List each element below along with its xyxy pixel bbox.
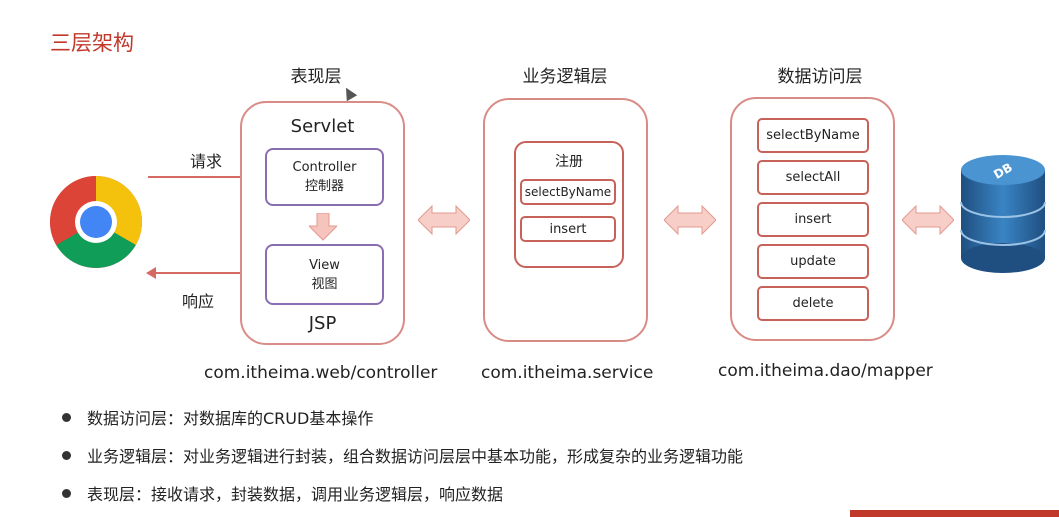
service-method-selectbyname: selectByName <box>520 179 616 205</box>
dao-method-selectbyname: selectByName <box>757 118 869 153</box>
request-label: 请求 <box>190 152 223 171</box>
dao-method-update: update <box>757 244 869 279</box>
presentation-package-label: com.itheima.web/controller <box>204 363 438 383</box>
data-access-package-label: com.itheima.dao/mapper <box>718 361 933 381</box>
view-label-zh: 视图 <box>311 276 338 292</box>
controller-label-zh: 控制器 <box>304 179 344 194</box>
footer-accent-bar <box>850 510 1059 517</box>
bullet-text: 数据访问层：对数据库的CRUD基本操作 <box>87 409 374 428</box>
chrome-browser-icon <box>50 176 142 268</box>
controller-box: Controller 控制器 <box>265 148 384 206</box>
double-arrow-icon <box>418 204 470 236</box>
bullet-item: 业务逻辑层：对业务逻辑进行封装，组合数据访问层层中基本功能，形成复杂的业务逻辑功… <box>62 443 743 467</box>
data-access-layer-title: 数据访问层 <box>777 67 863 87</box>
dao-method-delete: delete <box>757 286 869 321</box>
bullet-item: 表现层：接收请求，封装数据，调用业务逻辑层，响应数据 <box>62 481 503 505</box>
double-arrow-icon <box>664 204 716 236</box>
view-box: View 视图 <box>265 244 384 305</box>
business-layer-title: 业务逻辑层 <box>522 67 608 87</box>
mouse-cursor-icon <box>340 84 358 102</box>
response-label: 响应 <box>182 292 215 311</box>
service-method-insert: insert <box>520 216 616 242</box>
database-icon: DB <box>960 155 1046 273</box>
servlet-label: Servlet <box>290 116 355 137</box>
double-arrow-icon <box>902 204 954 236</box>
controller-label-en: Controller <box>292 160 357 175</box>
dao-method-insert: insert <box>757 202 869 237</box>
register-label: 注册 <box>555 154 583 170</box>
dao-method-selectall: selectAll <box>757 160 869 195</box>
jsp-label: JSP <box>308 313 337 334</box>
bullet-text: 业务逻辑层：对业务逻辑进行封装，组合数据访问层层中基本功能，形成复杂的业务逻辑功… <box>87 447 744 466</box>
bullet-text: 表现层：接收请求，封装数据，调用业务逻辑层，响应数据 <box>87 485 504 504</box>
down-arrow-icon <box>309 213 337 241</box>
view-label-en: View <box>309 257 340 273</box>
page-title: 三层架构 <box>50 31 134 55</box>
bullet-item: 数据访问层：对数据库的CRUD基本操作 <box>62 405 373 429</box>
bullet-dot-icon <box>62 412 71 422</box>
presentation-layer-title: 表现层 <box>290 67 342 87</box>
bullet-dot-icon <box>62 488 71 498</box>
bullet-dot-icon <box>62 450 71 460</box>
business-package-label: com.itheima.service <box>481 363 654 383</box>
